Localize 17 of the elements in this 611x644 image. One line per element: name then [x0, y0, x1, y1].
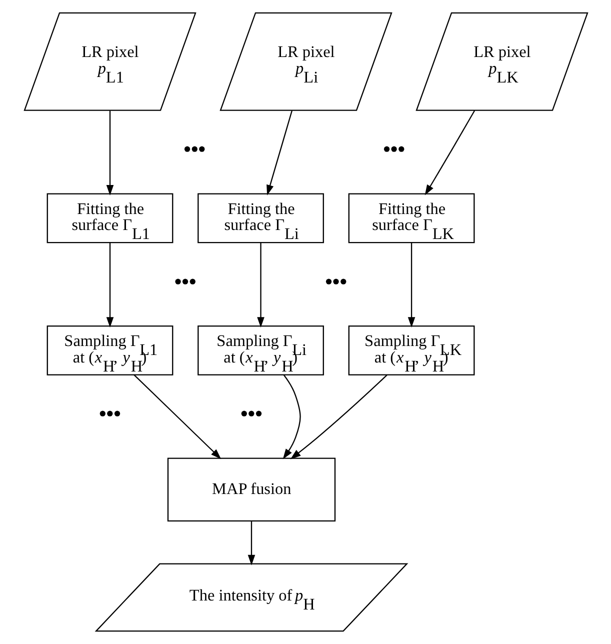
arrow [106, 242, 114, 328]
arrow [407, 242, 415, 328]
arrow [290, 374, 387, 460]
label: ••• [324, 269, 347, 294]
arrow [106, 110, 114, 196]
label: ••• [240, 401, 262, 426]
label: ••• [174, 269, 196, 294]
arrow [133, 374, 221, 460]
arrow [282, 374, 300, 460]
arrow [247, 521, 255, 566]
arrow [424, 110, 475, 196]
label: ••• [98, 401, 120, 426]
node-box: MAP fusion [166, 458, 336, 522]
arrow [256, 242, 264, 328]
label: ••• [183, 137, 206, 162]
arrow [266, 110, 292, 196]
label: ••• [382, 137, 405, 162]
